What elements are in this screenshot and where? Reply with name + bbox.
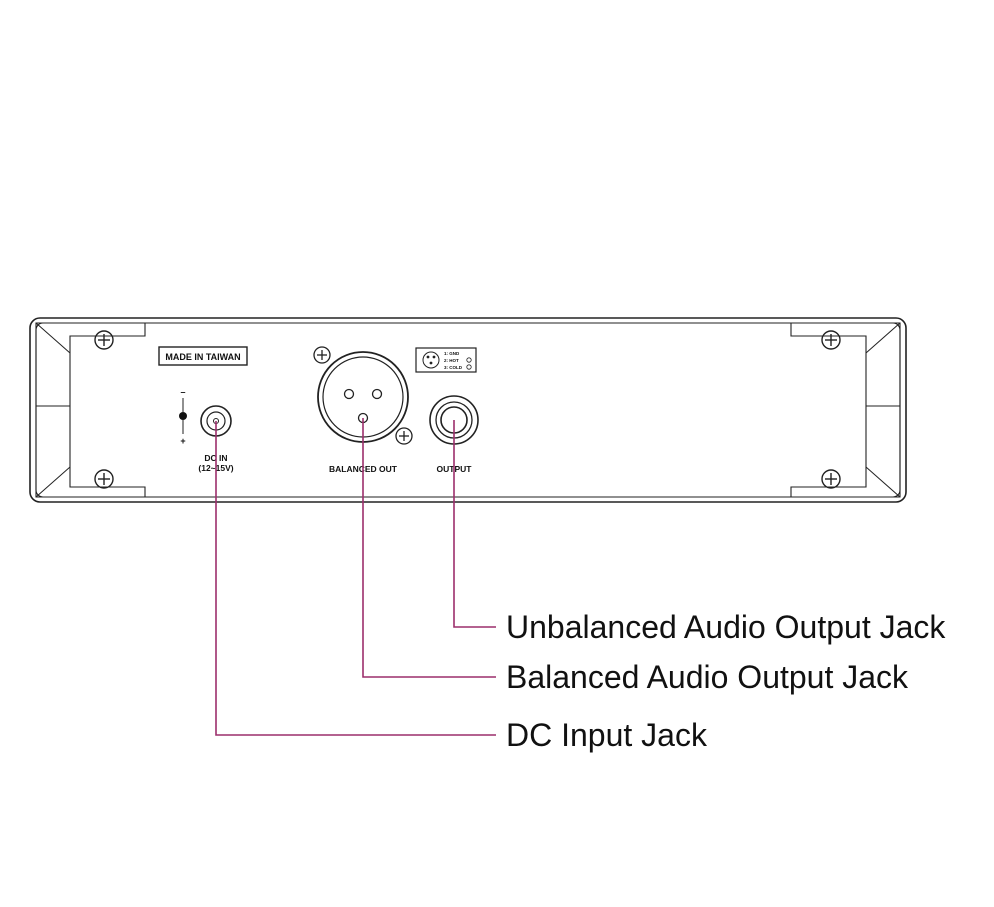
callout-dc-input-label: DC Input Jack [506,717,708,753]
left-bottom-bevel [35,466,71,498]
callout-unbalanced-label: Unbalanced Audio Output Jack [506,609,946,645]
leader-line-balanced [362,418,496,678]
polarity-minus-label: – [180,387,185,397]
made-in-badge: MADE IN TAIWAN [158,346,248,366]
screw-icon [313,346,331,364]
dc-polarity-icon: – + [179,387,187,446]
xlr-pin3-label: 3: COLD [444,365,463,370]
right-bracket [790,322,901,498]
callout-balanced-label: Balanced Audio Output Jack [506,659,909,695]
leader-lines [215,418,496,736]
screw-icon [821,469,841,489]
made-in-label: MADE IN TAIWAN [165,352,240,362]
polarity-plus-label: + [180,436,185,446]
right-bottom-bevel [865,466,901,498]
xlr-pinout-box: 1: GND 2: HOT 3: COLD [415,347,477,373]
leader-line-unbalanced [453,420,496,628]
screw-icon [94,469,114,489]
screw-icon [821,330,841,350]
screw-icon [94,330,114,350]
xlr-pin2-label: 2: HOT [444,358,459,363]
right-top-bevel [865,322,901,354]
left-bracket [35,322,146,498]
xlr-pin1-label: 1: GND [444,351,460,356]
panel-outer-edge [29,317,907,503]
leader-line-dc-input [215,421,496,736]
left-top-bevel [35,322,71,354]
rear-panel [29,317,907,503]
screw-icon [395,427,413,445]
